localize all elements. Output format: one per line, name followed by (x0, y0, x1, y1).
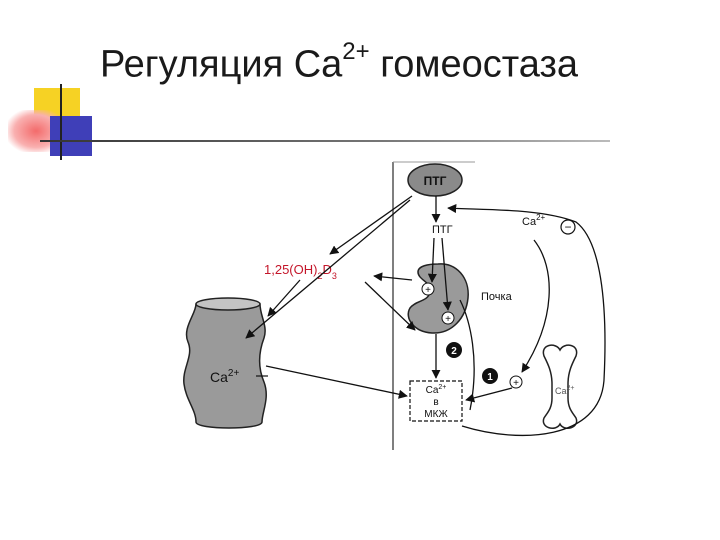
ecf-line-1: Ca2+ (426, 384, 447, 396)
parathyroid-gland (407, 163, 463, 197)
slide-title: Регуляция Ca2+ гомеостаза (100, 38, 579, 87)
title-rest: гомеостаза (369, 43, 579, 86)
marker-1: 1 (487, 372, 493, 383)
kidney-plus-2: + (445, 314, 451, 325)
ca-feedback-label: Ca2+ (522, 213, 546, 228)
gland-label: ПТГ (424, 174, 447, 188)
bone-plus-circle (509, 375, 523, 389)
pth-label: ПТГ (432, 224, 453, 236)
arrow-kidney-to-vitd (373, 272, 413, 282)
arrow-vitd-to-ecf (364, 281, 416, 331)
ecf-line-2: в (433, 397, 438, 408)
decor-blue-square (50, 116, 92, 156)
intestine-icon (183, 298, 267, 429)
intestine-top-opening (195, 297, 261, 311)
kidney-plus-1: + (425, 285, 431, 296)
title-main: Регуляция Ca (100, 43, 343, 86)
arrow-bone-to-ecf (465, 387, 513, 403)
ecf-line-3: МКЖ (424, 409, 448, 420)
decor-vertical-line (60, 84, 62, 160)
marker-2: 2 (451, 346, 457, 357)
bone-plus: + (513, 378, 519, 389)
kidney-icon (407, 263, 469, 334)
arrow-pth-to-kidney-1 (427, 237, 437, 283)
kidney-label: Почка (481, 291, 513, 303)
kidney-plus-circle-2 (441, 311, 455, 325)
bone-icon (542, 344, 578, 429)
arrow-feedback-ecf (447, 203, 606, 437)
arrow-pth-to-kidney-2 (441, 237, 452, 311)
title-superscript: 2+ (342, 38, 370, 65)
marker-2-circle (446, 342, 462, 358)
bone-ca-label: Ca2+ (555, 385, 575, 396)
kidney-plus-circle-1 (421, 282, 435, 296)
title-underline (40, 140, 610, 142)
ecf-box (409, 380, 463, 422)
arrow-gland-to-vitd (329, 195, 413, 255)
intestine-ca-label: Ca2+ (210, 368, 239, 385)
minus-sign-circle (560, 219, 576, 235)
marker-1-circle (482, 368, 498, 384)
arrow-intestine-to-ecf (265, 365, 408, 399)
minus-sign: − (564, 220, 571, 234)
arrow-ecf-to-kidney (459, 299, 475, 411)
arrow-vitd-to-intestine (267, 279, 301, 317)
arrow-ca-to-bone (521, 239, 550, 373)
arrows (245, 195, 606, 437)
